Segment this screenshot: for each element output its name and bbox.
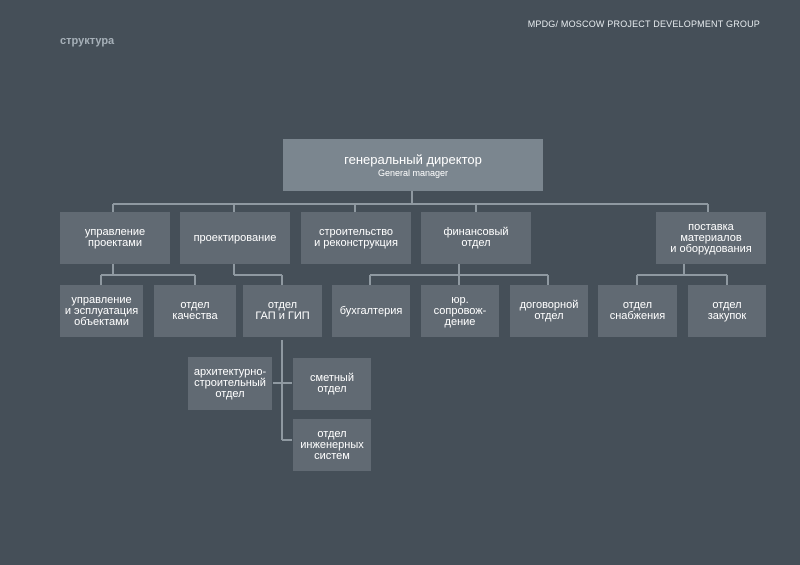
org-node-supply: поставка материалов и оборудования — [656, 212, 766, 264]
org-node-estimates: сметный отдел — [293, 358, 371, 410]
org-node-finance: финансовый отдел — [421, 212, 531, 264]
org-node-project-management: управление проектами — [60, 212, 170, 264]
org-node-label: управление проектами — [84, 226, 146, 249]
org-node-purchasing: отдел закупок — [688, 285, 766, 337]
org-node-facility-operation: управление и эсплуатация объектами — [60, 285, 143, 337]
org-node-construction: строительство и реконструкция — [301, 212, 411, 264]
org-node-label: отдел ГАП и ГИП — [255, 299, 310, 322]
org-node-label: строительство и реконструкция — [314, 226, 398, 249]
section-title: структура — [60, 35, 115, 47]
org-node-general-director-subtitle: General manager — [377, 167, 449, 178]
org-node-label: архитектурно- строительный отдел — [193, 366, 267, 400]
org-node-label: отдел инженерных систем — [300, 427, 364, 462]
org-node-label: отдел качества — [172, 299, 218, 322]
org-node-design: проектирование — [180, 212, 290, 264]
org-node-gap-gip: отдел ГАП и ГИП — [243, 285, 322, 337]
org-node-label: отдел снабжения — [609, 299, 666, 322]
org-node-label: поставка материалов и оборудования — [670, 220, 752, 255]
org-node-general-director-title: генеральный директор — [344, 151, 482, 167]
org-node-label: проектирование — [193, 231, 277, 244]
org-node-engineering-systems: отдел инженерных систем — [293, 419, 371, 471]
org-node-accounting: бухгалтерия — [332, 285, 410, 337]
org-node-label: управление и эсплуатация объектами — [64, 293, 139, 328]
org-node-label: сметный отдел — [310, 372, 354, 395]
company-name: MPDG/ MOSCOW PROJECT DEVELOPMENT GROUP — [527, 19, 760, 29]
org-node-label: договорной отдел — [519, 299, 579, 322]
org-node-label: бухгалтерия — [339, 304, 403, 317]
org-node-architectural: архитектурно- строительный отдел — [188, 357, 272, 410]
org-node-procurement-supply: отдел снабжения — [598, 285, 677, 337]
org-node-label: отдел закупок — [707, 299, 747, 322]
org-node-legal: юр. сопровож- дение — [421, 285, 499, 337]
org-node-contracts: договорной отдел — [510, 285, 588, 337]
org-node-quality: отдел качества — [154, 285, 236, 337]
org-node-label: юр. сопровож- дение — [433, 293, 487, 328]
org-node-general-director: генеральный директор General manager — [283, 139, 543, 191]
org-node-label: финансовый отдел — [443, 226, 509, 249]
